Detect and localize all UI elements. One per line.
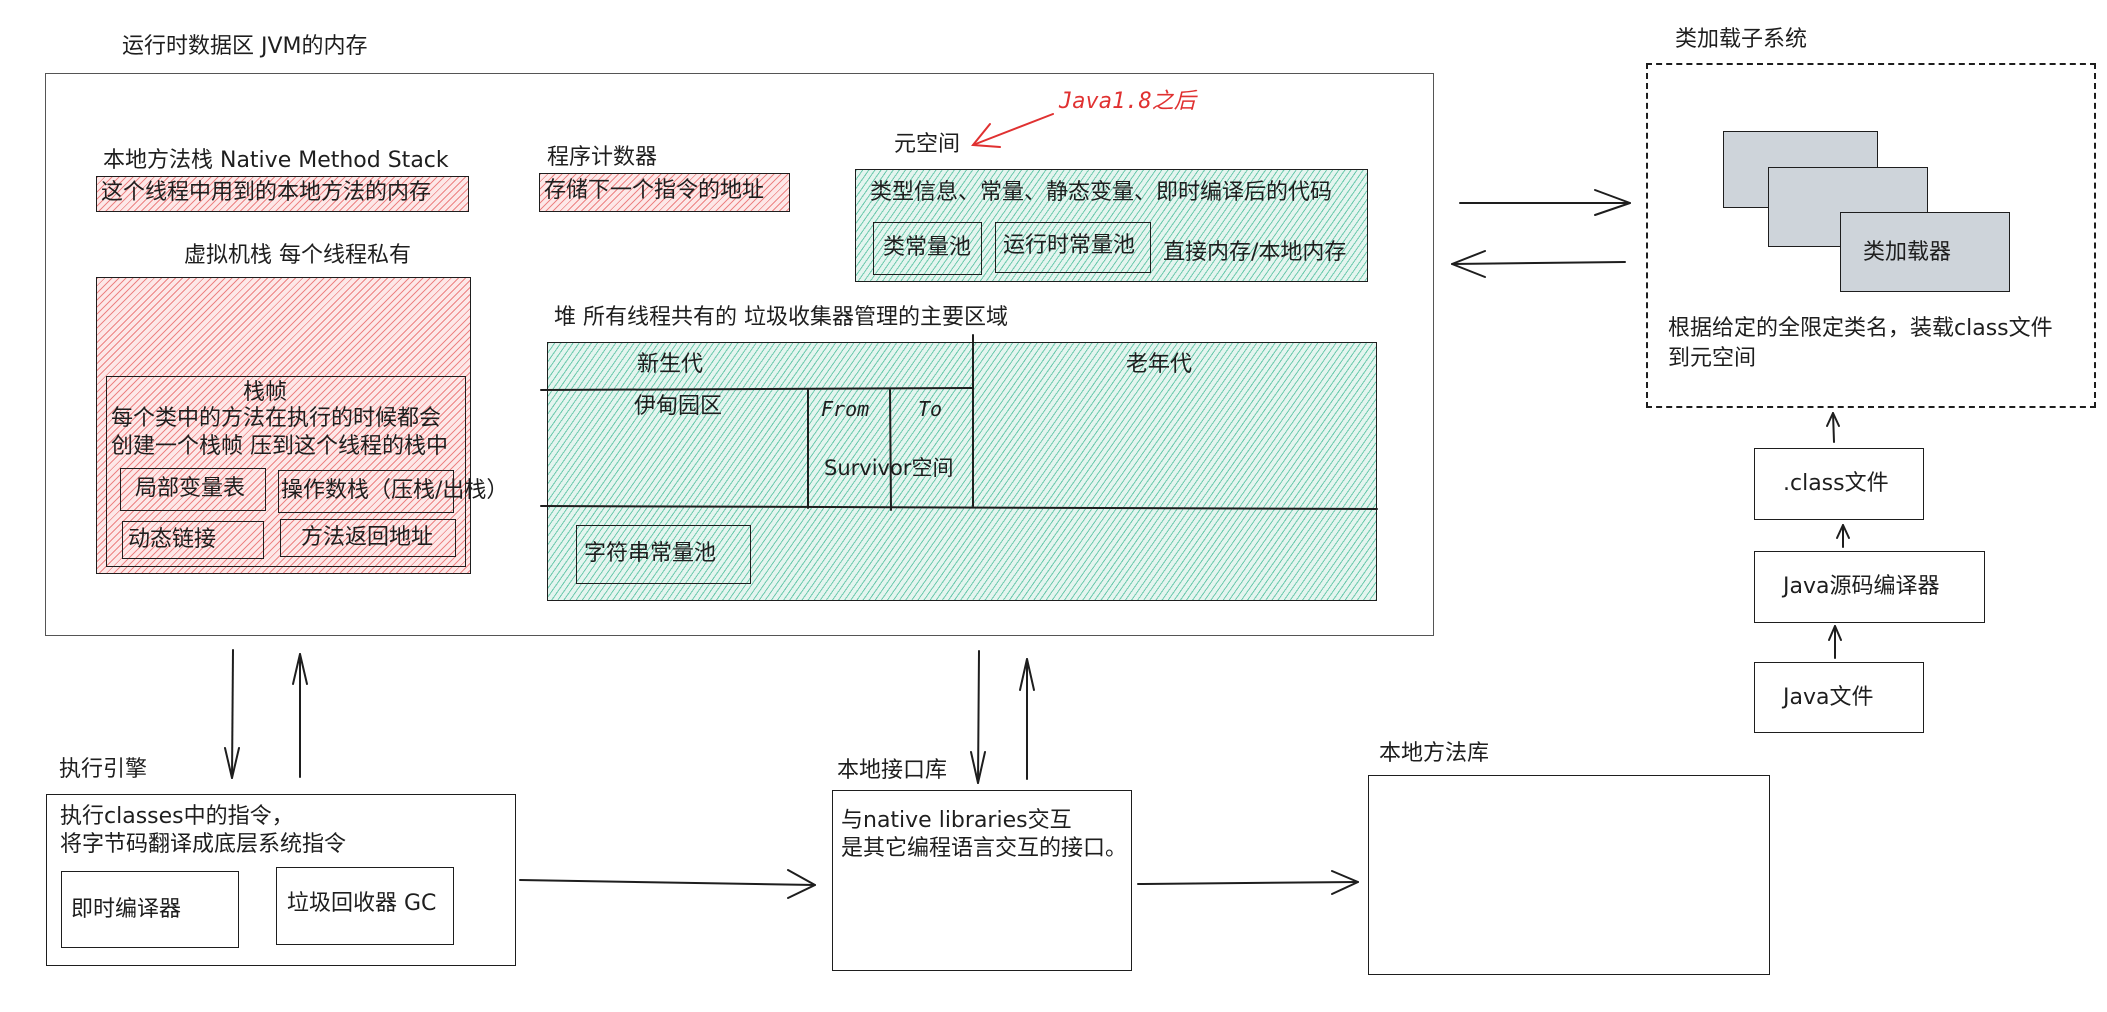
runtime-constant-pool-box: 运行时常量池 xyxy=(995,222,1151,273)
class-loader-desc-line2: 到元空间 xyxy=(1668,346,1757,371)
native-interface-desc-line2: 是其它编程语言交互的接口。 xyxy=(841,836,1128,861)
arrow-from-class-loader xyxy=(1451,250,1626,278)
native-method-stack-title: 本地方法栈 Native Method Stack xyxy=(103,148,449,173)
arrow-runtime-to-engine xyxy=(224,649,240,779)
program-counter-desc: 存储下一个指令的地址 xyxy=(544,178,765,203)
stack-frame-desc-line2: 创建一个栈帧 压到这个线程的栈中 xyxy=(111,434,448,459)
arrow-to-class-loader xyxy=(1459,189,1631,216)
heap-title: 堆 所有线程共有的 垃圾收集器管理的主要区域 xyxy=(554,305,1008,330)
arrow-engine-to-runtime xyxy=(292,653,308,778)
execution-engine-box: 执行classes中的指令， 将字节码翻译成底层系统指令 即时编译器 垃圾回收器… xyxy=(46,794,516,966)
gc-box: 垃圾回收器 GC xyxy=(276,867,454,945)
native-interface-box: 与native libraries交互 是其它编程语言交互的接口。 xyxy=(832,790,1132,971)
class-loader-subsystem-title: 类加载子系统 xyxy=(1675,27,1808,52)
class-constant-pool-label: 类常量池 xyxy=(883,235,972,260)
arrow-class-file-to-loader xyxy=(1826,412,1840,443)
metaspace-memory-note: 直接内存/本地内存 xyxy=(1163,240,1347,265)
stack-frame-desc-line1: 每个类中的方法在执行的时候都会 xyxy=(111,406,442,431)
java-compiler-box: Java源码编译器 xyxy=(1754,551,1985,623)
return-address-box: 方法返回地址 xyxy=(280,519,456,557)
java-file-box: Java文件 xyxy=(1754,662,1924,733)
metaspace-desc: 类型信息、常量、静态变量、即时编译后的代码 xyxy=(870,180,1333,205)
arrow-compiler-to-class-file xyxy=(1836,524,1850,548)
java18-annotation: Java1.8之后 xyxy=(1059,89,1196,114)
string-pool-label: 字符串常量池 xyxy=(584,541,717,566)
old-gen-label: 老年代 xyxy=(1126,352,1193,377)
jit-compiler-box: 即时编译器 xyxy=(61,871,239,948)
heap-box: 新生代 老年代 伊甸园区 From To Survivor空间 字符串常量池 xyxy=(547,342,1377,601)
gc-label: 垃圾回收器 GC xyxy=(287,891,437,916)
metaspace-title: 元空间 xyxy=(894,132,961,157)
operand-stack-label: 操作数栈（压栈/出栈） xyxy=(281,478,509,503)
class-file-label: .class文件 xyxy=(1783,471,1889,496)
class-loader-card-front: 类加载器 xyxy=(1840,212,2010,292)
arrow-native-interface-to-runtime xyxy=(1019,658,1035,780)
java-file-label: Java文件 xyxy=(1783,685,1874,710)
native-library-box xyxy=(1368,775,1770,975)
local-vars-box: 局部变量表 xyxy=(120,468,266,511)
runtime-area-title: 运行时数据区 JVM的内存 xyxy=(122,34,368,59)
arrow-runtime-to-native-interface xyxy=(970,650,986,784)
stack-frame-title: 栈帧 xyxy=(243,380,288,405)
execution-engine-title: 执行引擎 xyxy=(59,757,148,782)
return-address-label: 方法返回地址 xyxy=(301,525,434,550)
string-pool-box: 字符串常量池 xyxy=(576,525,751,584)
operand-stack-box: 操作数栈（压栈/出栈） xyxy=(278,470,508,513)
from-label: From xyxy=(821,397,870,421)
class-loader-label: 类加载器 xyxy=(1863,240,1952,265)
program-counter-box: 存储下一个指令的地址 xyxy=(539,173,790,212)
to-label: To xyxy=(918,397,943,421)
program-counter-title: 程序计数器 xyxy=(547,145,658,170)
java-compiler-label: Java源码编译器 xyxy=(1783,574,1940,599)
class-loader-desc-line1: 根据给定的全限定类名，装载class文件 xyxy=(1668,316,2053,341)
native-interface-title: 本地接口库 xyxy=(837,758,948,783)
native-method-stack-desc: 这个线程中用到的本地方法的内存 xyxy=(101,180,432,205)
metaspace-box: 类型信息、常量、静态变量、即时编译后的代码 类常量池 运行时常量池 直接内存/本… xyxy=(855,169,1368,282)
eden-label: 伊甸园区 xyxy=(634,394,723,419)
arrow-java-file-to-compiler xyxy=(1828,625,1842,659)
class-file-box: .class文件 xyxy=(1754,448,1924,520)
stack-frame-box: 栈帧 每个类中的方法在执行的时候都会 创建一个栈帧 压到这个线程的栈中 局部变量… xyxy=(106,376,508,567)
arrow-engine-to-native-interface xyxy=(519,869,816,899)
dynamic-link-label: 动态链接 xyxy=(128,527,217,552)
jit-compiler-label: 即时编译器 xyxy=(71,897,182,922)
class-constant-pool-box: 类常量池 xyxy=(873,222,982,275)
native-method-stack-box: 这个线程中用到的本地方法的内存 xyxy=(96,176,469,212)
vm-stack-title: 虚拟机栈 每个线程私有 xyxy=(184,243,411,268)
young-gen-label: 新生代 xyxy=(637,352,704,377)
runtime-constant-pool-label: 运行时常量池 xyxy=(1003,233,1136,258)
survivor-label: Survivor空间 xyxy=(824,456,954,480)
execution-engine-desc-line1: 执行classes中的指令， xyxy=(60,804,294,829)
execution-engine-desc-line2: 将字节码翻译成底层系统指令 xyxy=(60,832,347,857)
class-loader-subsystem-box: 类加载器 根据给定的全限定类名，装载class文件 到元空间 xyxy=(1646,63,2096,408)
arrow-native-interface-to-library xyxy=(1137,870,1359,895)
native-library-title: 本地方法库 xyxy=(1379,741,1490,766)
local-vars-label: 局部变量表 xyxy=(135,476,246,501)
dynamic-link-box: 动态链接 xyxy=(122,521,264,559)
native-interface-desc-line1: 与native libraries交互 xyxy=(841,808,1072,833)
vm-stack-box: 栈帧 每个类中的方法在执行的时候都会 创建一个栈帧 压到这个线程的栈中 局部变量… xyxy=(96,277,508,574)
